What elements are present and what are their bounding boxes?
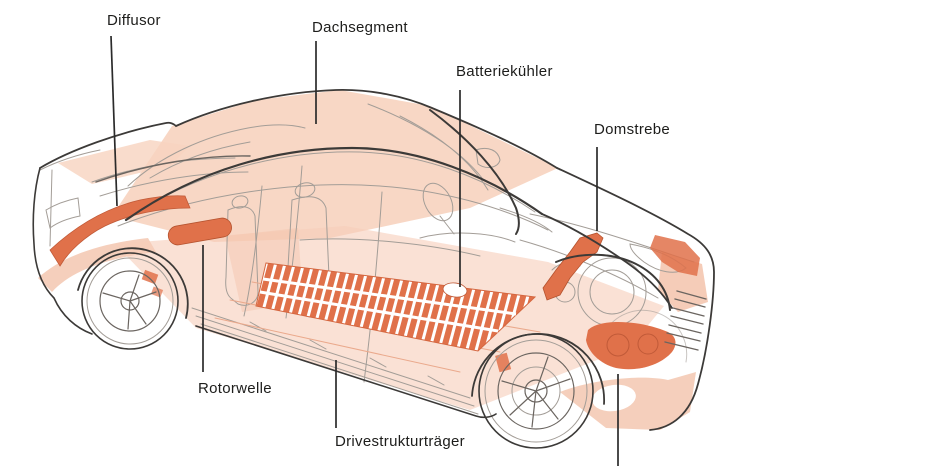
label-diffusor: Diffusor: [107, 12, 161, 29]
body-outline: [32, 89, 715, 431]
far-strut-tower-part: [650, 235, 700, 276]
rotorwelle-part: [167, 217, 232, 246]
label-batteriekuehler: Batteriekühler: [456, 63, 553, 80]
rear-wheel: [81, 252, 179, 350]
roof-segment-highlight: [112, 90, 558, 242]
front-wheel: [478, 333, 594, 449]
rear-hub-part: [150, 286, 164, 298]
subframe-detail: [637, 333, 659, 355]
grille-slats: [664, 290, 707, 351]
highlighted-parts: [49, 195, 700, 373]
callout-line-diffusor: [110, 35, 118, 207]
domstrebe-part: [542, 232, 604, 301]
callout-lines: [110, 35, 619, 466]
wheels: [81, 252, 594, 449]
battery-row-gap: [259, 290, 499, 333]
diffusor-part: [49, 195, 191, 267]
battery-row-gap: [262, 277, 517, 316]
label-domstrebe: Domstrebe: [594, 121, 671, 138]
rear-hub-part: [141, 269, 159, 285]
subframe-detail: [606, 333, 630, 357]
label-drivestrukturtraeger: Drivestrukturträger: [335, 433, 465, 450]
front-subframe-part: [586, 321, 676, 370]
label-dachsegment: Dachsegment: [312, 19, 408, 36]
trunk-panel-tint: [58, 140, 190, 184]
tinted-panels: [38, 90, 708, 430]
front-brake-part: [495, 352, 512, 373]
label-rotorwelle: Rotorwelle: [198, 380, 272, 397]
battery-port: [442, 282, 468, 298]
